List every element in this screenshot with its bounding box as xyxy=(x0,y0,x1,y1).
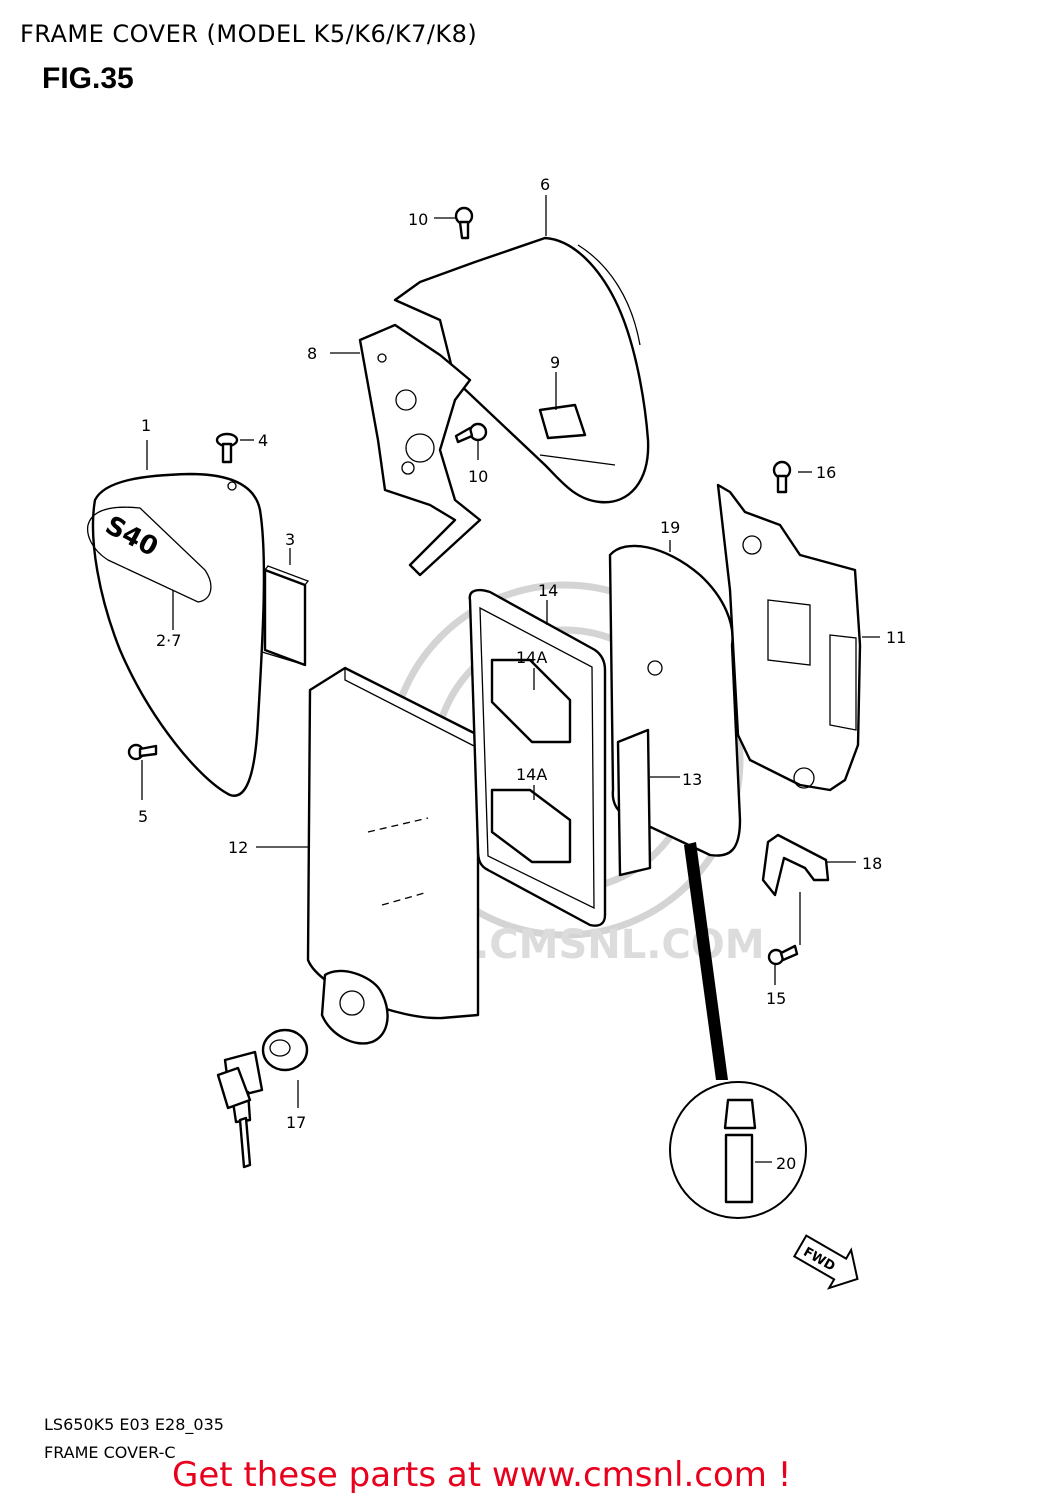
callout-11: 11 xyxy=(886,628,906,647)
figure-number: FIG.35 xyxy=(42,62,134,95)
leader-lines xyxy=(141,195,880,1163)
lock-set-part-17 xyxy=(216,1028,309,1169)
screw-part-4 xyxy=(215,432,239,464)
pad-part-3 xyxy=(263,565,310,667)
screw-part-15 xyxy=(767,944,799,966)
promo-link[interactable]: Get these parts at www.cmsnl.com ! xyxy=(172,1455,792,1495)
side-cover-part-1: S40 xyxy=(86,472,266,797)
screw-part-10-middle xyxy=(454,422,488,444)
detail-circle-part-20 xyxy=(669,1081,807,1219)
callout-1: 1 xyxy=(141,416,151,435)
callout-14a-bottom: 14A xyxy=(516,765,547,784)
clip-part-9 xyxy=(538,403,587,440)
callout-8: 8 xyxy=(307,344,317,363)
callout-9: 9 xyxy=(550,353,560,372)
callout-20: 20 xyxy=(776,1154,796,1173)
callout-3: 3 xyxy=(285,530,295,549)
screw-part-10-top xyxy=(454,206,474,240)
diagram-name: FRAME COVER-C xyxy=(44,1443,176,1462)
pad-part-14a-top xyxy=(490,658,572,744)
callout-14a-top: 14A xyxy=(516,648,547,667)
pad-part-14a-bottom xyxy=(490,788,572,864)
detail-pointer xyxy=(684,842,728,1080)
forward-direction-arrow: FWD xyxy=(792,1234,859,1290)
callout-2-7: 2·7 xyxy=(156,631,181,650)
diagram-code: LS650K5 E03 E28_035 xyxy=(44,1415,224,1434)
screw-part-5 xyxy=(127,743,158,761)
clip-part-18 xyxy=(761,833,830,897)
callout-17: 17 xyxy=(286,1113,306,1132)
callout-13: 13 xyxy=(682,770,702,789)
callout-14: 14 xyxy=(538,581,558,600)
callout-labels: 1 2·7 3 4 5 6 8 9 10 10 11 12 13 14 14A … xyxy=(138,175,906,1173)
bracket-part-8 xyxy=(358,323,482,577)
screw-part-16 xyxy=(772,460,792,494)
callout-5: 5 xyxy=(138,807,148,826)
callout-16: 16 xyxy=(816,463,836,482)
gasket-part-14 xyxy=(468,588,607,927)
lock-housing-part-12-bracket xyxy=(320,969,389,1045)
callout-6: 6 xyxy=(540,175,550,194)
callout-4: 4 xyxy=(258,431,268,450)
callout-10-middle: 10 xyxy=(468,467,488,486)
bracket-part-11 xyxy=(716,483,862,792)
callout-19: 19 xyxy=(660,518,680,537)
callout-12: 12 xyxy=(228,838,248,857)
callout-10-top: 10 xyxy=(408,210,428,229)
page-title: FRAME COVER (MODEL K5/K6/K7/K8) xyxy=(20,20,478,48)
callout-15: 15 xyxy=(766,989,786,1008)
pad-part-13 xyxy=(616,728,652,877)
callout-18: 18 xyxy=(862,854,882,873)
